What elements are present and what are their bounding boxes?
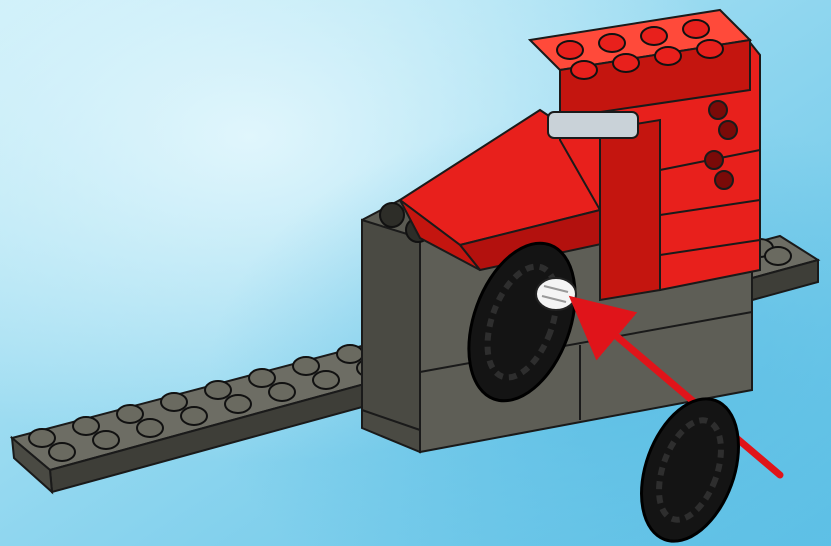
base-plate-stud [225, 395, 251, 413]
base-plate-stud [117, 405, 143, 423]
base-plate-stud [29, 429, 55, 447]
red-tower-stud [557, 41, 583, 59]
base-plate-stud [293, 357, 319, 375]
red-tower-stud [697, 40, 723, 58]
red-tower-stud [641, 27, 667, 45]
base-plate-stud [765, 247, 791, 265]
base-plate-stud [269, 383, 295, 401]
base-plate-stud [249, 369, 275, 387]
red-tower-stud [683, 20, 709, 38]
base-plate-stud [137, 419, 163, 437]
base-plate-stud [181, 407, 207, 425]
base-plate-stud [205, 381, 231, 399]
red-tower-stud [571, 61, 597, 79]
red-tower-stud [613, 54, 639, 72]
base-plate-stud [313, 371, 339, 389]
base-plate-stud [73, 417, 99, 435]
base-plate-stud [49, 443, 75, 461]
base-plate-stud [93, 431, 119, 449]
red-tower-stud [655, 47, 681, 65]
base-plate-stud [337, 345, 363, 363]
base-plate-stud [161, 393, 187, 411]
red-tower-stud [599, 34, 625, 52]
axle-pin [536, 278, 576, 310]
